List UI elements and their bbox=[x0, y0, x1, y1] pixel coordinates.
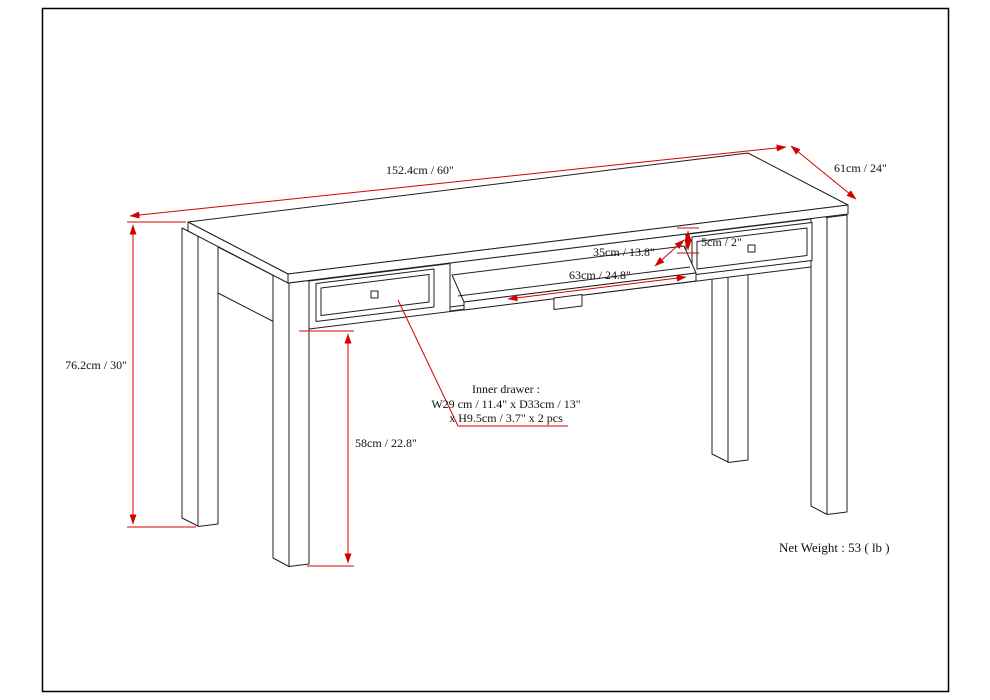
dim-tray-clearance bbox=[677, 227, 699, 254]
right-drawer-knob bbox=[747, 244, 756, 253]
inner-drawer-note-title: Inner drawer : bbox=[472, 382, 540, 396]
back-left-leg bbox=[181, 227, 219, 527]
dim-tray-width-label: 63cm / 24.8" bbox=[569, 268, 631, 282]
inner-drawer-note-size2: x H9.5cm / 3.7" x 2 pcs bbox=[449, 411, 563, 425]
inner-drawer-note: Inner drawer : W29 cm / 11.4" x D33cm / … bbox=[431, 382, 580, 425]
dim-top-width bbox=[129, 144, 787, 219]
left-drawer-knob bbox=[370, 290, 379, 299]
front-left-leg bbox=[272, 274, 310, 567]
dim-top-depth bbox=[790, 145, 857, 200]
front-right-leg-front bbox=[826, 214, 848, 515]
dim-top-depth-label: 61cm / 24" bbox=[834, 161, 887, 175]
front-left-leg-side bbox=[272, 274, 290, 567]
back-left-leg-front bbox=[197, 233, 219, 527]
dimension-lines bbox=[127, 144, 857, 567]
desk-top-left-edge bbox=[187, 221, 289, 284]
dim-overall-height-label: 76.2cm / 30" bbox=[65, 358, 127, 372]
front-right-leg-side bbox=[810, 208, 828, 515]
dim-tray-width bbox=[507, 274, 687, 302]
front-right-leg bbox=[810, 208, 848, 515]
back-left-leg-side bbox=[181, 227, 199, 527]
dim-tray-depth bbox=[654, 239, 685, 267]
front-left-leg-front bbox=[288, 280, 310, 567]
sheet-border bbox=[41, 7, 950, 693]
left-drawer bbox=[315, 268, 435, 322]
dim-top-width-label: 152.4cm / 60" bbox=[386, 163, 454, 177]
desk bbox=[181, 152, 849, 567]
inner-drawer-leader bbox=[397, 299, 568, 427]
labels: 152.4cm / 60" 61cm / 24" 76.2cm / 30" 58… bbox=[65, 161, 890, 555]
dim-clearance-height bbox=[299, 330, 354, 567]
dim-tray-depth-label: 35cm / 13.8" bbox=[593, 245, 655, 259]
inner-drawer-note-size1: W29 cm / 11.4" x D33cm / 13" bbox=[431, 397, 580, 411]
net-weight-label: Net Weight : 53 ( lb ) bbox=[779, 540, 890, 555]
right-drawer bbox=[691, 222, 813, 276]
dim-overall-height bbox=[127, 221, 196, 528]
dim-clearance-height-label: 58cm / 22.8" bbox=[355, 436, 417, 450]
dim-tray-clearance-label: 5cm / 2" bbox=[701, 235, 742, 249]
